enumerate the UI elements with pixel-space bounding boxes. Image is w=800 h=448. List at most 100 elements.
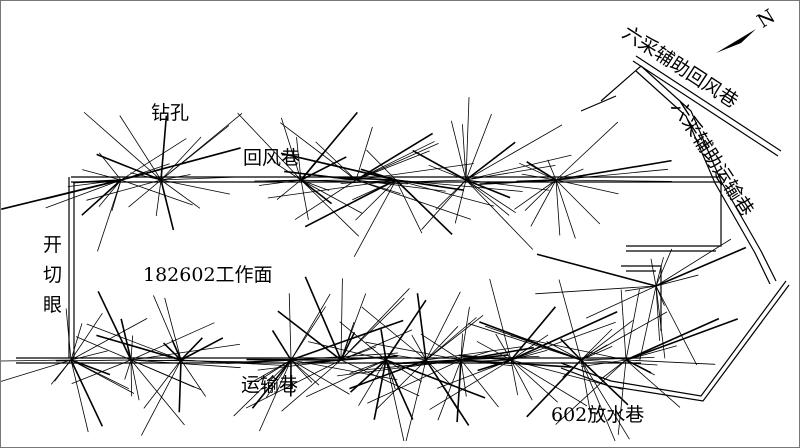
drill-hole-line <box>460 359 499 408</box>
drill-hole-line <box>625 289 640 361</box>
drill-hole-line <box>456 359 462 423</box>
drill-hole-line <box>304 276 342 361</box>
drill-hole-line <box>465 113 492 181</box>
drill-hole-line <box>96 334 182 361</box>
north-arrow-icon <box>716 29 756 53</box>
drill-hole-line <box>111 179 122 212</box>
drill-hole-line <box>254 179 357 182</box>
drill-hole-line <box>429 359 512 410</box>
drill-hole-line <box>510 311 618 361</box>
drill-hole-line <box>655 285 661 341</box>
drill-hole-line <box>246 358 342 361</box>
drill-hole-line <box>395 179 495 207</box>
aux-return-air-roadway-line <box>632 55 782 157</box>
drill-hole-line <box>425 359 470 426</box>
drill-hole-line <box>163 342 182 361</box>
drill-hole-line <box>160 179 201 209</box>
drill-hole-line <box>120 179 193 206</box>
drill-hole-line <box>339 321 387 361</box>
drill-hole-line <box>580 359 592 415</box>
drill-hole-line <box>83 111 162 181</box>
drill-hole-line <box>148 359 182 362</box>
drill-hole-line <box>300 179 363 214</box>
drill-hole-line <box>86 323 182 361</box>
drill-hole-line <box>75 336 132 361</box>
drill-holes-label: 钻孔 <box>151 102 189 124</box>
haulage-roadway <box>16 357 641 364</box>
drill-hole-line <box>130 335 134 361</box>
drill-hole-line <box>425 291 461 361</box>
drill-hole-line <box>281 359 342 412</box>
drill-hole-line <box>465 124 563 181</box>
drill-hole-line <box>526 359 582 418</box>
drill-hole-line <box>655 274 699 287</box>
drill-hole-line <box>465 179 516 214</box>
drill-hole-line <box>130 343 240 361</box>
drill-hole-line <box>625 318 739 361</box>
drill-hole-line <box>340 297 405 361</box>
drill-hole-line <box>625 359 716 365</box>
drill-hole-line <box>416 293 427 361</box>
drill-hole-line <box>277 310 342 361</box>
drill-hole-line <box>55 359 132 362</box>
drill-hole-line <box>465 179 511 199</box>
drill-hole-line <box>530 179 557 227</box>
drill-hole-line <box>70 359 104 427</box>
drill-hole-line <box>290 293 331 361</box>
drill-hole-line <box>495 333 512 361</box>
drill-hole-line <box>70 323 83 361</box>
drill-hole-line <box>155 179 162 217</box>
drill-hole-line <box>555 168 668 181</box>
drill-hole-line <box>71 359 132 385</box>
drill-hole-line <box>294 179 357 220</box>
drill-hole-line <box>465 141 516 181</box>
drill-hole-line <box>290 359 320 386</box>
drill-hole-line <box>405 359 427 442</box>
return-air-roadway-label: 回风巷 <box>243 147 300 169</box>
drill-hole-line <box>395 179 453 235</box>
drill-hole-line <box>625 317 720 361</box>
drill-hole-line <box>70 359 135 394</box>
drill-hole-line <box>143 359 182 409</box>
drill-hole-line <box>476 341 512 361</box>
roadways <box>16 55 790 402</box>
drill-hole-line <box>386 353 427 361</box>
working-face-label: 182602工作面 <box>143 264 273 286</box>
drill-hole-line <box>340 331 356 361</box>
drill-hole-line <box>510 306 556 361</box>
drill-hole-line <box>586 285 657 319</box>
drill-hole-line <box>290 359 350 395</box>
return-air-roadway <box>71 176 721 183</box>
drill-hole-line <box>81 179 122 216</box>
drill-hole-line <box>271 330 292 361</box>
drill-hole-line <box>70 359 89 433</box>
north-label: N <box>753 5 779 32</box>
drill-hole-line <box>340 278 343 361</box>
drill-hole-line <box>119 115 162 181</box>
drill-hole-line <box>349 359 387 374</box>
drill-hole-line <box>558 279 582 361</box>
drill-hole-line <box>130 359 185 426</box>
drill-hole-line <box>555 179 576 239</box>
drill-hole-line <box>535 285 657 295</box>
drill-hole-line <box>436 359 512 389</box>
drill-hole-line <box>555 359 627 425</box>
drill-hole-line <box>358 359 387 406</box>
drainage-roadway <box>560 280 790 402</box>
drill-hole-line <box>510 359 588 407</box>
haulage-roadway-label: 运输巷 <box>241 374 298 396</box>
drill-hole-line <box>580 359 629 406</box>
drill-hole-line <box>380 329 387 361</box>
drill-hole-line <box>248 359 292 385</box>
drill-hole-line <box>257 359 342 371</box>
drill-hole-line <box>450 120 467 181</box>
drill-hole-line <box>340 288 410 361</box>
drill-hole-line <box>625 359 681 408</box>
drill-hole-line <box>385 359 396 390</box>
drill-hole-line <box>300 179 359 237</box>
drill-hole-line <box>366 149 397 181</box>
drill-hole-line <box>536 253 657 287</box>
drill-hole-line <box>510 359 533 401</box>
drill-hole-line <box>290 319 404 361</box>
